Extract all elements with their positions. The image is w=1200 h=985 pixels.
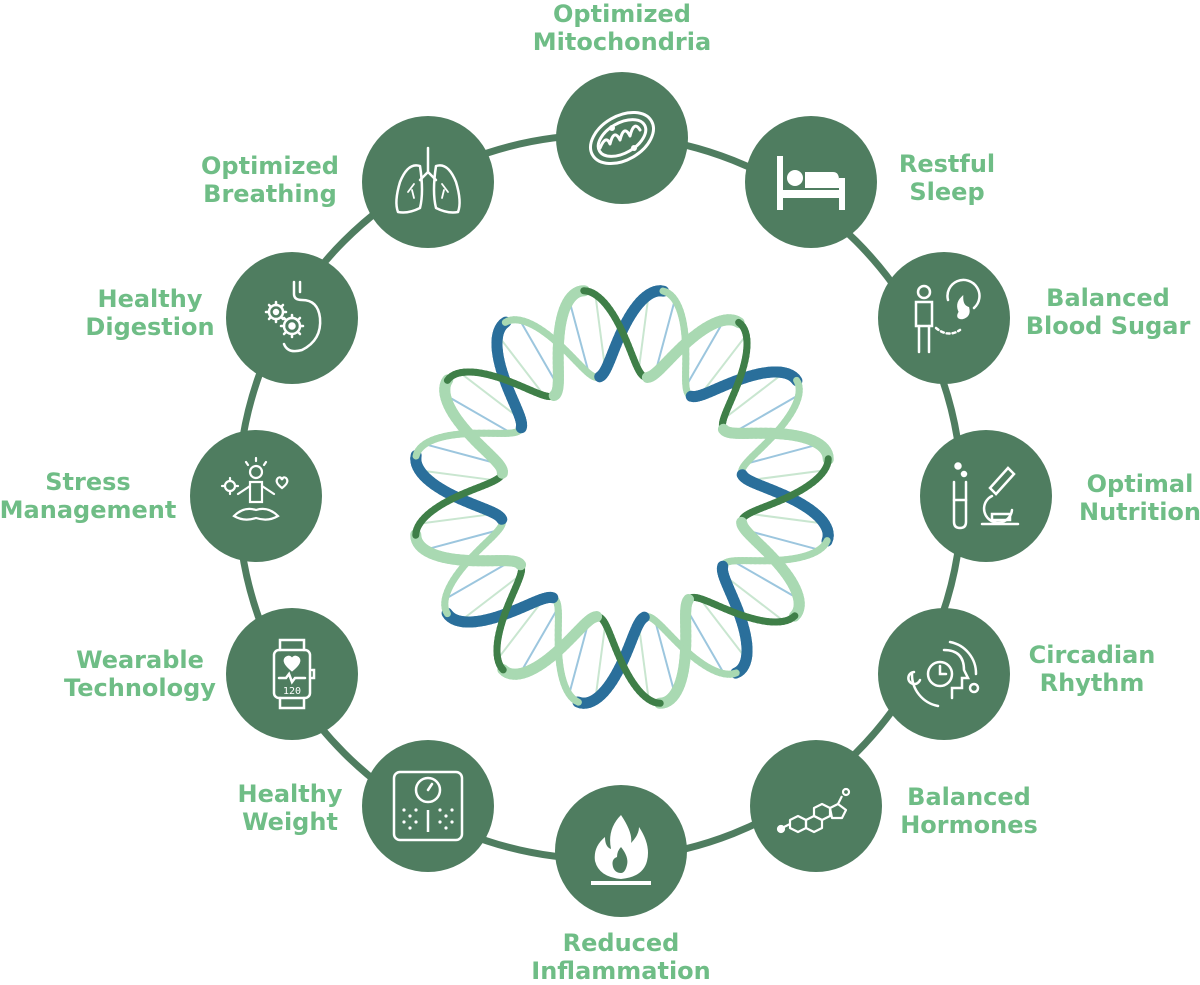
bed-icon (771, 142, 851, 222)
helix-strand-b (787, 495, 793, 498)
node-inflammation (555, 785, 687, 917)
scale-icon (388, 766, 468, 846)
node-blood-sugar (878, 252, 1010, 384)
lungs-icon (388, 142, 468, 222)
stomach-gears-icon (252, 278, 332, 358)
node-digestion (226, 252, 358, 384)
mitochondria-icon (582, 98, 662, 178)
node-hormones (750, 740, 882, 872)
metabolism-icon (904, 278, 984, 358)
smartwatch-icon: 120 (252, 634, 332, 714)
steroid-molecule-icon (776, 766, 856, 846)
node-breathing (362, 116, 494, 248)
node-stress (190, 430, 322, 562)
node-circadian (878, 608, 1010, 740)
flame-icon (581, 811, 661, 891)
node-mitochondria (556, 72, 688, 204)
node-nutrition (920, 430, 1052, 562)
microscope-icon (946, 456, 1026, 536)
meditation-icon (216, 456, 296, 536)
node-sleep (745, 116, 877, 248)
clock-head-icon (904, 634, 984, 714)
connecting-ring (238, 135, 962, 859)
dna-helix-ring-icon (416, 291, 828, 703)
node-weight (362, 740, 494, 872)
node-wearable: 120 (226, 608, 358, 740)
watch-readout: 120 (283, 686, 301, 697)
